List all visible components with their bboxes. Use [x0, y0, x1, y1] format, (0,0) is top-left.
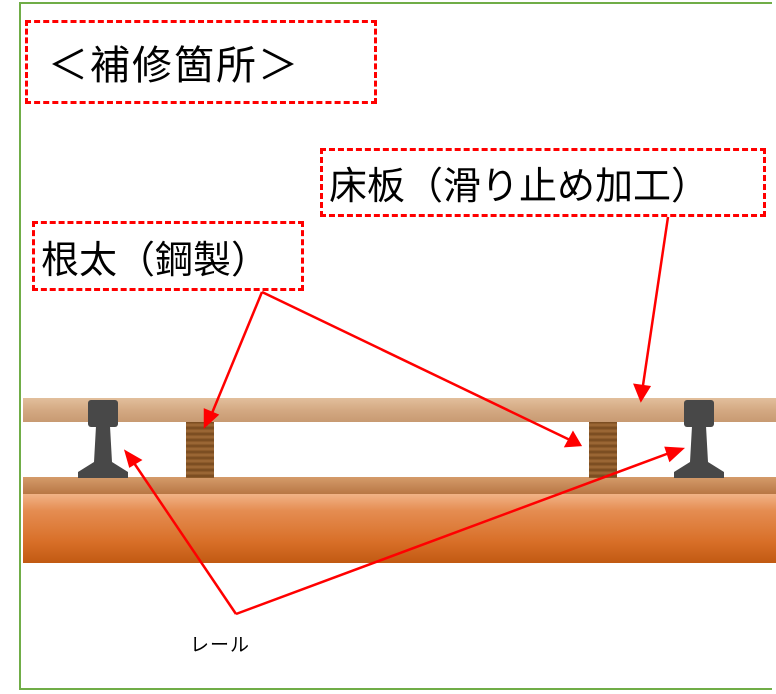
lower-beam — [23, 477, 776, 494]
arrowhead-floor — [633, 383, 652, 403]
joist-right — [589, 422, 617, 478]
rail-label: レール — [190, 634, 251, 656]
arrowhead-joist-right — [563, 430, 583, 448]
floor-deck — [23, 398, 776, 422]
rail-arrow-right — [235, 450, 673, 616]
joist-label: 根太（鋼製） — [32, 221, 304, 291]
diagram-frame — [19, 2, 772, 690]
floor-board-label: 床板（滑り止め加工） — [320, 148, 766, 217]
arrowhead-rail-right — [664, 446, 686, 463]
rail-arrow-left — [130, 459, 238, 615]
page-title: ＜補修箇所＞ — [25, 20, 377, 104]
arrowhead-rail-left — [123, 449, 143, 468]
girder-beam — [23, 493, 776, 563]
joist-arrow-left — [208, 291, 264, 419]
rail-left — [78, 400, 128, 478]
floor-arrow — [640, 216, 670, 393]
arrowhead-joist-left — [203, 408, 220, 429]
rail-right — [674, 400, 724, 478]
joist-left — [186, 422, 214, 478]
joist-arrow-right — [261, 290, 571, 442]
